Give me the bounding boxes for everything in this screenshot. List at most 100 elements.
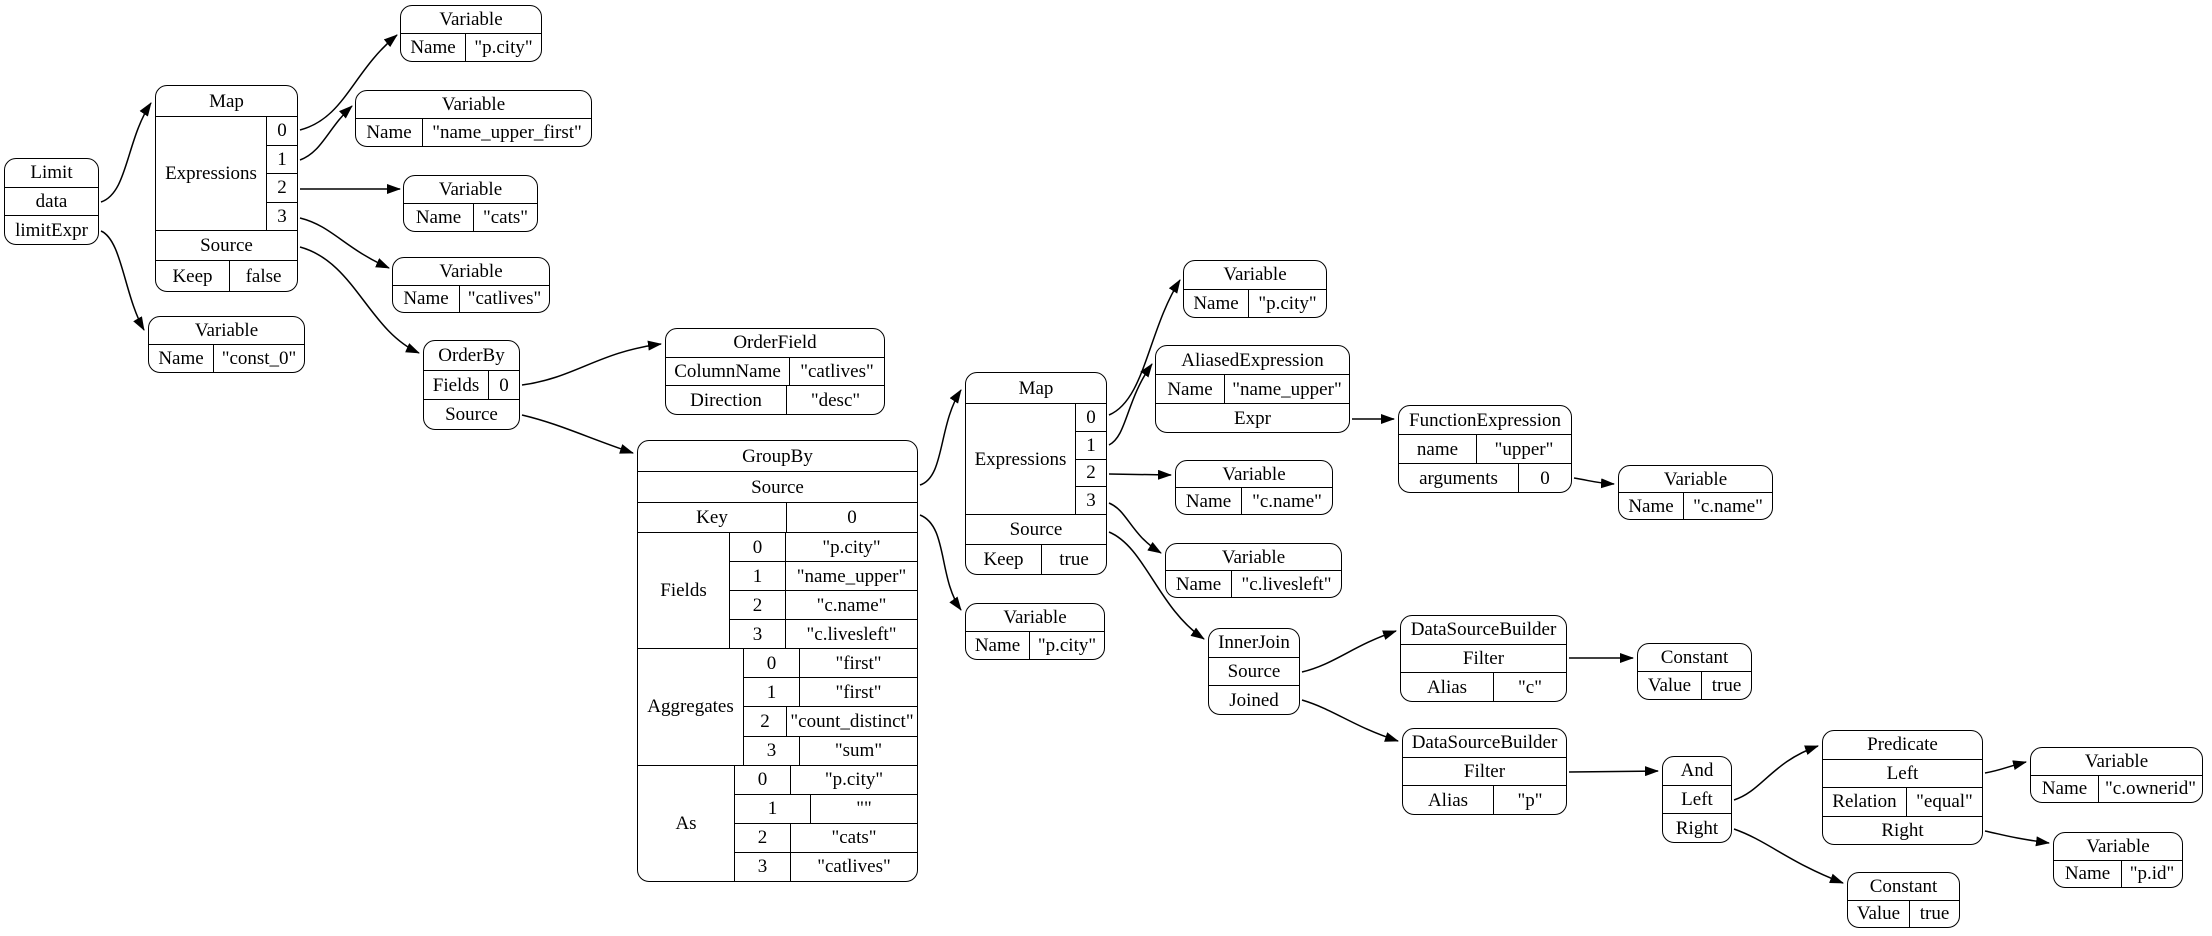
node-title: Constant <box>1869 875 1938 897</box>
node-variable-name-upper-first: Variable Name "name_upper_first" <box>355 90 592 147</box>
value-cell: "cats" <box>473 204 537 231</box>
arguments-index-0: 0 <box>1518 464 1571 492</box>
port-source: Source <box>424 399 519 429</box>
node-title: Variable <box>1003 607 1067 628</box>
index-cell: 0 <box>757 769 768 791</box>
expr-index-2: 2 <box>267 173 297 202</box>
key-cell: Name <box>403 288 449 310</box>
kv-row: Name "c.ownerid" <box>2031 774 2202 802</box>
arguments-row: arguments 0 <box>1399 463 1571 492</box>
node-title: Variable <box>194 320 259 341</box>
value-cell: "p.city" <box>1248 289 1326 317</box>
value-cell: "p.city" <box>785 533 917 562</box>
kv-row: Name "name_upper_first" <box>356 118 591 146</box>
node-datasourcebuilder-c: DataSourceBuilder Filter Alias "c" <box>1400 615 1567 702</box>
edge-map1-source-orderby <box>299 246 420 354</box>
fields-row-2: 2 "c.name" <box>730 590 917 620</box>
kv-row: Name "p.city" <box>401 33 541 61</box>
node-title: Constant <box>1660 647 1729 668</box>
as-section: As 0 "p.city" 1 "" 2 "cats" 3 "catlives" <box>638 764 917 881</box>
relation-label: Relation <box>1832 791 1897 813</box>
node-title: Limit <box>30 162 73 184</box>
port-source: Source <box>1209 656 1299 686</box>
relation-value: "equal" <box>1906 788 1982 816</box>
index-cell: 3 <box>757 856 768 878</box>
node-title: Variable <box>441 94 506 115</box>
edge-orderby-source-groupby <box>521 414 634 454</box>
value-cell: "count_distinct" <box>786 707 917 736</box>
key-cell: Name <box>158 348 204 369</box>
direction-row: Direction "desc" <box>666 385 884 414</box>
node-groupby: GroupBy Source Key 0 Fields 0 "p.city" 1… <box>637 440 918 882</box>
keep-label: Keep <box>172 265 213 287</box>
kv-row: Name "catlives" <box>393 284 549 312</box>
alias-value: "p" <box>1493 786 1566 814</box>
value-cell: true <box>1701 672 1751 699</box>
key-cell: Name <box>974 635 1021 656</box>
fields-label: Fields <box>660 580 707 602</box>
node-title: DataSourceBuilder <box>1410 619 1557 641</box>
edge-predicate-left-var-cownerid <box>1984 760 2027 774</box>
name-value: "name_upper" <box>1224 375 1349 403</box>
edge-map2-expr1-aliased-expression <box>1108 363 1153 446</box>
expressions-label: Expressions <box>165 163 257 184</box>
port-right: Right <box>1823 815 1982 845</box>
edge-map2-expr3-var-clivesleft <box>1108 502 1162 554</box>
kv-row: Name "c.livesleft" <box>1166 570 1341 597</box>
index-cell: 2 <box>752 594 763 616</box>
node-variable-catlives: Variable Name "catlives" <box>392 257 550 313</box>
node-map-2: Map Expressions 0 1 2 3 Source Keep true <box>965 372 1107 575</box>
value-cell: "const_0" <box>213 345 304 372</box>
node-title: AliasedExpression <box>1181 349 1324 371</box>
keep-value: true <box>1041 545 1106 574</box>
node-title: Map <box>1018 377 1054 399</box>
kv-row: Name "c.name" <box>1176 487 1332 514</box>
name-label: name <box>1416 438 1459 460</box>
key-cell: Name <box>1185 490 1232 512</box>
fields-index-0: 0 <box>488 370 519 400</box>
node-title: GroupBy <box>742 445 813 467</box>
key-label: Key <box>696 507 728 528</box>
node-orderfield: OrderField ColumnName "catlives" Directi… <box>665 328 885 415</box>
key-row: Key 0 <box>638 502 917 532</box>
key-cell: Name <box>1193 292 1239 314</box>
fields-section: Fields 0 "p.city" 1 "name_upper" 2 "c.na… <box>638 532 917 649</box>
port-filter: Filter <box>1401 643 1566 673</box>
node-orderby: OrderBy Fields 0 Source <box>423 340 520 430</box>
node-variable-cname-2: Variable Name "c.name" <box>1618 465 1773 520</box>
edge-groupby-key0-var-pcity3 <box>919 514 962 611</box>
edge-and-left-predicate <box>1733 745 1819 801</box>
name-label: Name <box>1167 378 1213 400</box>
value-cell: "c.name" <box>1241 488 1332 514</box>
columnname-value: "catlives" <box>789 357 884 386</box>
value-cell: "catlives" <box>459 285 549 312</box>
aggregates-label: Aggregates <box>647 696 734 718</box>
value-cell: "name_upper" <box>785 562 917 591</box>
edge-innerjoin-source-dsb-c <box>1301 630 1397 673</box>
node-title: And <box>1680 760 1714 782</box>
kv-row: Name "cats" <box>404 203 537 231</box>
port-source: Source <box>156 230 297 260</box>
port-left: Left <box>1823 758 1982 788</box>
port-limitexpr: limitExpr <box>5 215 98 244</box>
index-cell: 1 <box>766 681 777 703</box>
key-index-0: 0 <box>786 503 917 532</box>
value-cell: "c.livesleft" <box>785 620 917 649</box>
value-cell: "" <box>810 794 917 823</box>
index-cell: 1 <box>767 798 778 820</box>
node-title: FunctionExpression <box>1409 409 1561 431</box>
node-title: Variable <box>2084 750 2149 772</box>
as-row-3: 3 "catlives" <box>735 851 917 881</box>
node-variable-clivesleft: Variable Name "c.livesleft" <box>1165 543 1342 598</box>
port-left: Left <box>1663 784 1731 814</box>
keep-label: Keep <box>983 549 1024 570</box>
index-cell: 0 <box>766 652 777 674</box>
edge-and-right-const-true2 <box>1733 828 1844 884</box>
alias-row: Alias "p" <box>1403 785 1566 814</box>
edge-dsb-p-filter-and <box>1568 766 1659 777</box>
keep-value: false <box>229 261 297 291</box>
node-aliased-expression: AliasedExpression Name "name_upper" Expr <box>1155 345 1350 433</box>
port-source: Source <box>638 471 917 502</box>
edge-map1-expr3-var-catlives <box>299 217 390 269</box>
